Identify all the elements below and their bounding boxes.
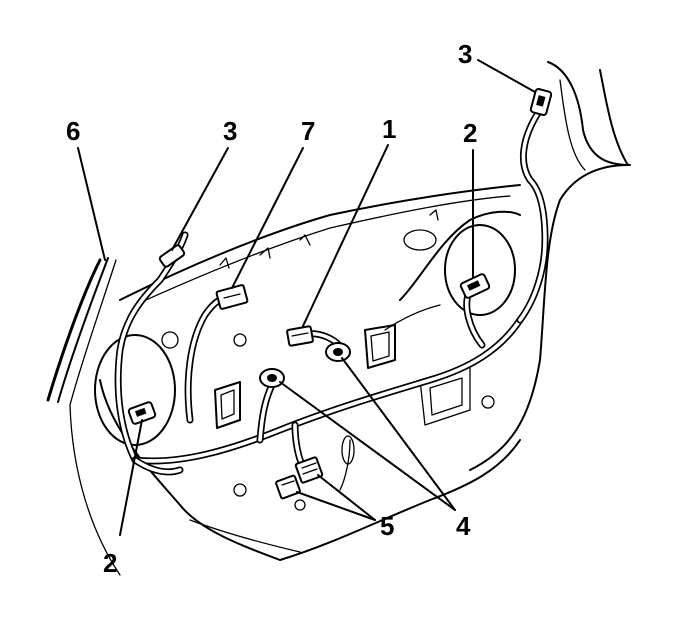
callout-labels: 1 2 2 3 3 4 5 6 7	[66, 39, 477, 578]
callout-3-left: 3	[223, 116, 237, 146]
connector-5-lower	[275, 474, 301, 500]
callout-3-right: 3	[458, 39, 472, 69]
connector-4-left	[259, 368, 285, 388]
connector-5-upper	[294, 456, 324, 484]
connector-2-right	[459, 273, 491, 299]
connector-4-right	[325, 342, 351, 362]
connector-1	[286, 325, 314, 347]
callout-5: 5	[380, 511, 394, 541]
callout-1: 1	[382, 114, 396, 144]
callout-2-right: 2	[463, 118, 477, 148]
door-outline	[46, 61, 631, 576]
callout-4: 4	[456, 511, 471, 541]
connector-3-left	[158, 244, 186, 268]
connector-3-right	[529, 88, 553, 116]
connector-2-left	[127, 401, 157, 425]
leader-lines	[77, 59, 536, 536]
connector-7	[215, 284, 249, 310]
callout-7: 7	[301, 116, 315, 146]
callout-2-left: 2	[103, 548, 117, 578]
callout-6: 6	[66, 116, 80, 146]
